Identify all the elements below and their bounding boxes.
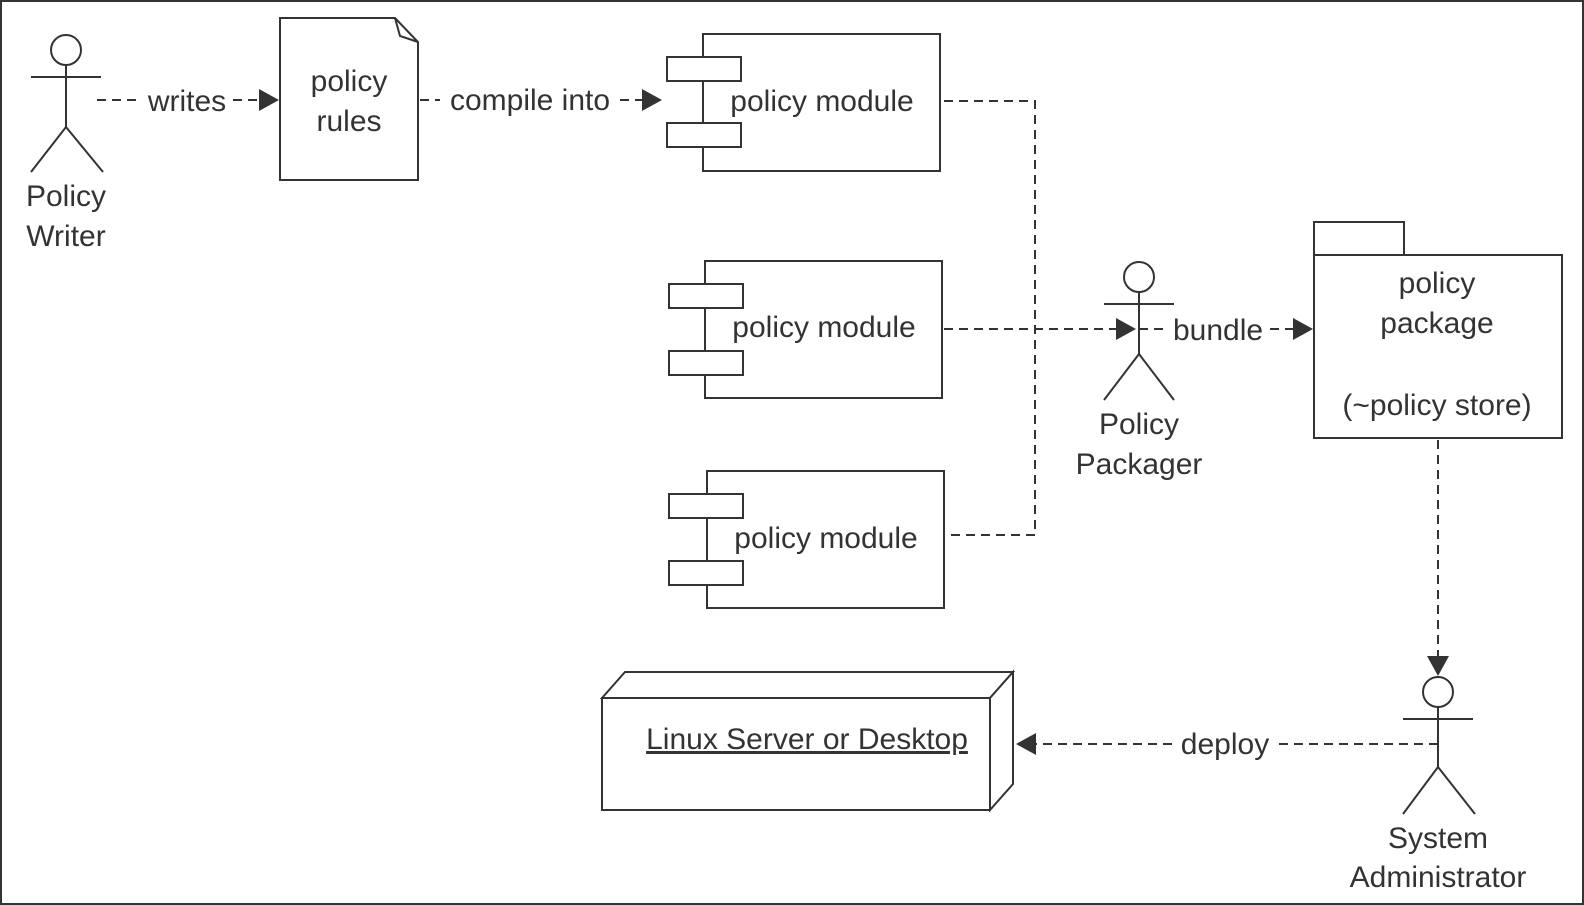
actor-system-administrator: System Administrator — [1350, 676, 1527, 894]
component-policy-module-3: policy module — [668, 470, 945, 609]
component-label-2: policy module — [732, 311, 915, 344]
edge-writes-label: writes — [147, 85, 226, 118]
component-label-1: policy module — [730, 85, 913, 118]
artifact-label-2: rules — [316, 105, 381, 138]
edge-deploy-label: deploy — [1181, 728, 1269, 761]
edge-bundle-label: bundle — [1173, 314, 1263, 347]
edge-deploy: deploy — [1016, 728, 1438, 761]
edge-package-to-admin — [1427, 440, 1449, 676]
package-label-3: (~policy store) — [1342, 389, 1531, 422]
package-label-2: package — [1380, 307, 1493, 340]
component-policy-module-1: policy module — [666, 33, 941, 172]
actor-policy-writer-label-2: Writer — [26, 220, 105, 253]
component-label-3: policy module — [734, 522, 917, 555]
actor-policy-packager-label-2: Packager — [1076, 448, 1203, 481]
node-linux-server-or-desktop: Linux Server or Desktop — [599, 669, 1016, 813]
package-label-1: policy — [1399, 267, 1476, 300]
component-policy-module-2: policy module — [668, 260, 943, 399]
artifact-label-1: policy — [311, 65, 388, 98]
edge-writes: writes — [97, 85, 279, 118]
actor-policy-writer: Policy Writer — [26, 34, 106, 253]
edge-modules-to-packager — [944, 100, 1136, 536]
edge-compile-label: compile into — [450, 84, 610, 117]
actor-system-administrator-label-2: Administrator — [1350, 861, 1527, 894]
actor-policy-packager: Policy Packager — [1076, 261, 1203, 481]
actor-system-administrator-label-1: System — [1388, 822, 1488, 855]
actor-policy-packager-label-1: Policy — [1099, 408, 1179, 441]
edge-compile-into: compile into — [420, 84, 662, 117]
actor-policy-writer-label-1: Policy — [26, 180, 106, 213]
package-policy-package: policy package (~policy store) — [1313, 221, 1563, 439]
artifact-policy-rules: policy rules — [279, 17, 419, 181]
edge-bundle: bundle — [1139, 314, 1313, 347]
node-label: Linux Server or Desktop — [646, 723, 968, 756]
